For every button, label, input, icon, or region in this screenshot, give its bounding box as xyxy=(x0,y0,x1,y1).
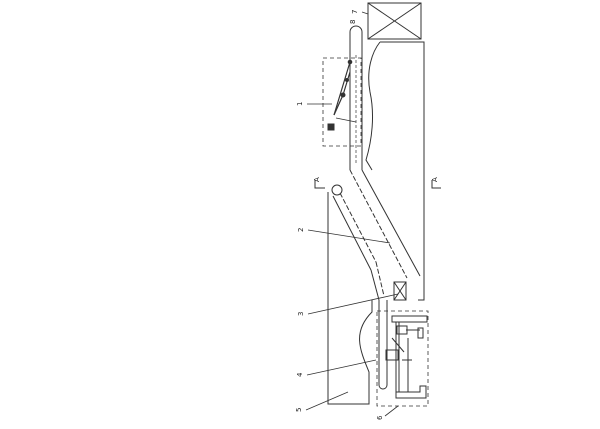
inclined-conveyor xyxy=(331,169,421,301)
section-label-left: A xyxy=(313,177,321,182)
section-mark-left xyxy=(314,180,325,189)
upper-conveyor xyxy=(349,25,363,170)
middle-drive-box xyxy=(393,281,407,301)
leader-lines xyxy=(305,11,399,417)
upper-detail-region xyxy=(322,57,362,147)
lower-frame xyxy=(327,192,373,405)
callout-4: 4 xyxy=(296,372,304,377)
callout-6: 6 xyxy=(376,415,384,420)
lower-detail-region xyxy=(376,310,429,407)
lower-conveyor xyxy=(378,300,388,390)
upper-frame xyxy=(365,41,425,301)
callout-7: 7 xyxy=(351,10,359,14)
callout-labels: 1 2 3 4 5 6 7 8 A A xyxy=(295,10,439,420)
callout-5: 5 xyxy=(295,408,303,412)
callout-3: 3 xyxy=(297,312,305,316)
section-mark-right xyxy=(431,180,441,189)
callout-1: 1 xyxy=(296,102,304,106)
section-label-right: A xyxy=(431,177,439,182)
top-motor-box xyxy=(367,2,422,40)
callout-2: 2 xyxy=(297,228,305,232)
callout-8: 8 xyxy=(349,20,357,24)
